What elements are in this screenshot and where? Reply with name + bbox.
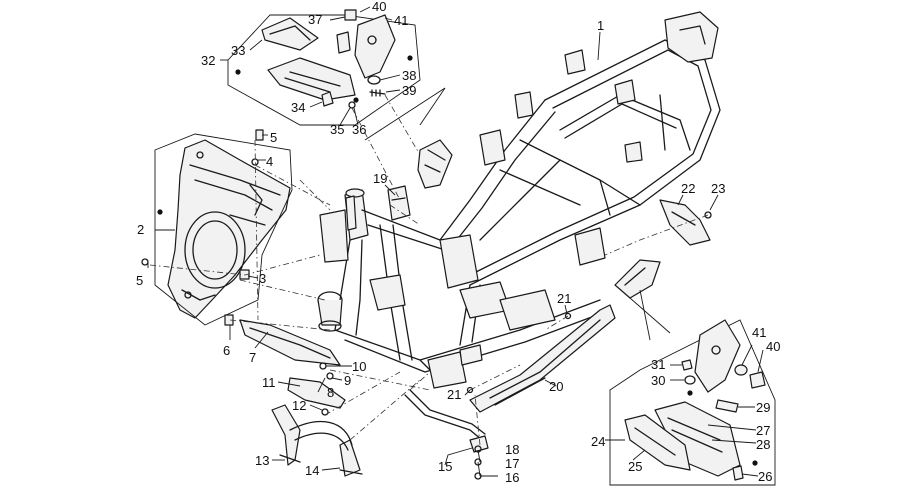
callout-19: 19 [373, 171, 387, 186]
callout-22: 22 [681, 181, 695, 196]
upper-box-leader [364, 87, 446, 141]
callout-35: 35 [330, 122, 344, 137]
callout-29: 29 [756, 400, 770, 415]
callout-16: 16 [505, 470, 519, 485]
callout-41b: 41 [752, 325, 766, 340]
callout-8: 8 [327, 385, 334, 400]
side-plate-part-11[interactable] [287, 377, 346, 409]
callout-36: 36 [352, 122, 366, 137]
right-footrest-assembly[interactable] [614, 259, 661, 299]
callout-20: 20 [549, 379, 563, 394]
reference-dots [157, 55, 758, 466]
front-group-outline [154, 133, 293, 326]
callout-27: 27 [756, 423, 770, 438]
callout-37: 37 [308, 12, 322, 27]
callout-14: 14 [305, 463, 319, 478]
callout-40a: 40 [372, 0, 386, 14]
right-footrest-parts[interactable] [624, 319, 766, 481]
right-box-leader-2 [639, 289, 651, 341]
callout-3: 3 [259, 271, 266, 286]
callout-28: 28 [756, 437, 770, 452]
callout-38: 38 [402, 68, 416, 83]
callout-39: 39 [402, 83, 416, 98]
callout-21a: 21 [557, 291, 571, 306]
front-panel-part-2[interactable] [167, 139, 291, 319]
callout-4: 4 [266, 154, 273, 169]
callout-13: 13 [255, 453, 269, 468]
callout-15: 15 [438, 459, 452, 474]
callout-30: 30 [651, 373, 665, 388]
right-box-leader [629, 297, 671, 334]
footboard-part-20[interactable] [469, 304, 616, 413]
callout-33: 33 [231, 43, 245, 58]
callout-21b: 21 [447, 387, 461, 402]
callout-12: 12 [292, 398, 306, 413]
callout-34: 34 [291, 100, 305, 115]
rear-footrest-bracket[interactable] [417, 139, 453, 189]
callout-leaders [147, 6, 764, 477]
main-frame-part-1[interactable] [317, 11, 721, 389]
callout-31: 31 [651, 357, 665, 372]
callout-7: 7 [249, 350, 256, 365]
callout-32: 32 [201, 53, 215, 68]
callout-24: 24 [591, 434, 605, 449]
callout-5b: 5 [136, 273, 143, 288]
callout-23: 23 [711, 181, 725, 196]
callout-5a: 5 [270, 130, 277, 145]
callout-41a: 41 [394, 13, 408, 28]
assembly-lines [149, 94, 709, 446]
callout-11: 11 [262, 375, 276, 390]
upper-group-outline [227, 14, 421, 126]
callout-18: 18 [505, 442, 519, 457]
callout-10: 10 [352, 359, 366, 374]
callout-17: 17 [505, 456, 519, 471]
callout-26: 26 [758, 469, 772, 484]
stand-part-13[interactable] [271, 404, 363, 477]
right-group-outline [609, 319, 776, 486]
callout-9: 9 [344, 373, 351, 388]
upper-box-leader-2 [419, 87, 446, 126]
upper-footrest-parts[interactable] [261, 9, 396, 109]
callout-labels: 1 2 3 4 5 5 6 7 8 9 10 11 12 13 14 15 16… [136, 0, 780, 485]
bracket-part-19[interactable] [387, 185, 411, 221]
callout-25: 25 [628, 459, 642, 474]
callout-40b: 40 [766, 339, 780, 354]
bracket-part-22[interactable] [659, 199, 711, 246]
callout-2: 2 [137, 222, 144, 237]
bracket-part-15[interactable] [404, 389, 489, 453]
callout-6: 6 [223, 343, 230, 358]
callout-1: 1 [597, 18, 604, 33]
